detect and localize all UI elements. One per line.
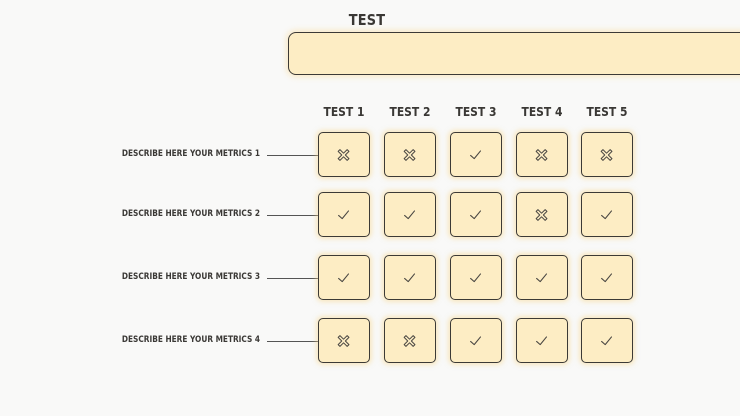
result-cell-m2-t2 bbox=[384, 192, 436, 237]
column-header-test-5: TEST 5 bbox=[586, 104, 628, 119]
metric-label-3: DESCRIBE HERE YOUR METRICS 3 bbox=[121, 272, 260, 282]
metric-connector-line bbox=[267, 341, 318, 342]
check-icon bbox=[470, 149, 482, 159]
metric-label-1: DESCRIBE HERE YOUR METRICS 1 bbox=[121, 149, 260, 159]
cross-icon bbox=[600, 148, 613, 161]
check-icon bbox=[404, 272, 416, 282]
cross-icon bbox=[337, 334, 350, 347]
result-cell-m1-t4 bbox=[516, 132, 568, 177]
result-cell-m1-t1 bbox=[318, 132, 370, 177]
result-cell-m2-t1 bbox=[318, 192, 370, 237]
check-icon bbox=[404, 209, 416, 219]
column-header-test-3: TEST 3 bbox=[455, 104, 497, 119]
result-cell-m4-t4 bbox=[516, 318, 568, 363]
result-cell-m1-t5 bbox=[581, 132, 633, 177]
check-icon bbox=[470, 272, 482, 282]
cross-icon bbox=[337, 148, 350, 161]
check-icon bbox=[536, 272, 548, 282]
check-icon bbox=[470, 335, 482, 345]
cross-icon bbox=[535, 148, 548, 161]
cross-icon bbox=[403, 148, 416, 161]
check-icon bbox=[470, 209, 482, 219]
result-cell-m1-t2 bbox=[384, 132, 436, 177]
cross-icon bbox=[403, 334, 416, 347]
column-header-test-2: TEST 2 bbox=[389, 104, 431, 119]
result-cell-m4-t5 bbox=[581, 318, 633, 363]
check-icon bbox=[338, 209, 350, 219]
metric-label-4: DESCRIBE HERE YOUR METRICS 4 bbox=[121, 335, 260, 345]
result-cell-m1-t3 bbox=[450, 132, 502, 177]
metric-connector-line bbox=[267, 278, 318, 279]
check-icon bbox=[601, 272, 613, 282]
result-cell-m4-t2 bbox=[384, 318, 436, 363]
result-cell-m2-t3 bbox=[450, 192, 502, 237]
column-header-test-1: TEST 1 bbox=[323, 104, 365, 119]
result-cell-m2-t5 bbox=[581, 192, 633, 237]
result-cell-m3-t2 bbox=[384, 255, 436, 300]
cross-icon bbox=[535, 208, 548, 221]
result-cell-m3-t4 bbox=[516, 255, 568, 300]
result-cell-m4-t1 bbox=[318, 318, 370, 363]
metric-connector-line bbox=[267, 155, 318, 156]
metric-label-2: DESCRIBE HERE YOUR METRICS 2 bbox=[121, 209, 260, 219]
result-cell-m3-t1 bbox=[318, 255, 370, 300]
column-header-test-4: TEST 4 bbox=[521, 104, 563, 119]
result-cell-m3-t3 bbox=[450, 255, 502, 300]
check-icon bbox=[536, 335, 548, 345]
result-cell-m3-t5 bbox=[581, 255, 633, 300]
metric-connector-line bbox=[267, 215, 318, 216]
page-title: TEST bbox=[348, 11, 386, 29]
title-banner bbox=[288, 32, 740, 75]
check-icon bbox=[338, 272, 350, 282]
check-icon bbox=[601, 335, 613, 345]
result-cell-m2-t4 bbox=[516, 192, 568, 237]
check-icon bbox=[601, 209, 613, 219]
result-cell-m4-t3 bbox=[450, 318, 502, 363]
